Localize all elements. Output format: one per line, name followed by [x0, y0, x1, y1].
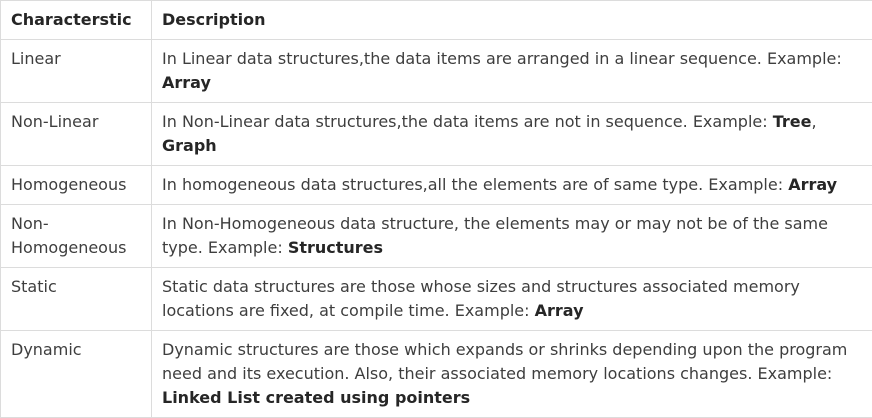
column-header-description: Description	[152, 1, 872, 40]
description-text: ,	[811, 112, 816, 131]
description-cell: Static data structures are those whose s…	[152, 268, 872, 331]
description-example-bold-text: Tree	[773, 112, 812, 131]
table-row: Homogeneous In homogeneous data structure…	[1, 166, 872, 205]
description-cell: In Linear data structures,the data items…	[152, 40, 872, 103]
description-example-bold-text: Graph	[162, 136, 217, 155]
description-cell: In Non-Linear data structures,the data i…	[152, 103, 872, 166]
description-cell: In Non-Homogeneous data structure, the e…	[152, 205, 872, 268]
characteristic-cell: Dynamic	[1, 331, 152, 418]
characteristic-cell: Non-Homogeneous	[1, 205, 152, 268]
characteristic-cell: Linear	[1, 40, 152, 103]
description-text: In Linear data structures,the data items…	[162, 49, 842, 68]
description-cell: Dynamic structures are those which expan…	[152, 331, 872, 418]
description-example-bold-text: Array	[162, 73, 211, 92]
description-example-bold-text: Structures	[288, 238, 383, 257]
table-row: Non-Linear In Non-Linear data structures,…	[1, 103, 872, 166]
header-row: Characterstic Description	[1, 1, 872, 40]
characteristic-cell: Non-Linear	[1, 103, 152, 166]
column-header-characterstic: Characterstic	[1, 1, 152, 40]
description-text: In Non-Linear data structures,the data i…	[162, 112, 773, 131]
characteristic-cell: Static	[1, 268, 152, 331]
description-cell: In homogeneous data structures,all the e…	[152, 166, 872, 205]
table-body: Linear In Linear data structures,the data…	[1, 40, 872, 418]
description-example-bold-text: Array	[788, 175, 837, 194]
description-text: Static data structures are those whose s…	[162, 277, 800, 320]
table-row: Linear In Linear data structures,the data…	[1, 40, 872, 103]
description-text: In Non-Homogeneous data structure, the e…	[162, 214, 828, 257]
description-example-bold-text: Linked List created using pointers	[162, 388, 470, 407]
description-text: In homogeneous data structures,all the e…	[162, 175, 788, 194]
characteristic-cell: Homogeneous	[1, 166, 152, 205]
description-example-bold-text: Array	[535, 301, 584, 320]
description-text: Dynamic structures are those which expan…	[162, 340, 847, 383]
